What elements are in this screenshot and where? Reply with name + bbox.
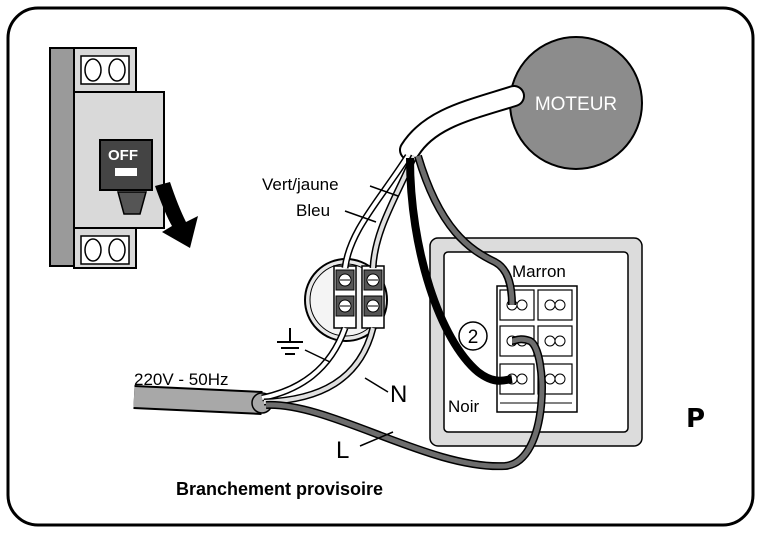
wire-connectors bbox=[333, 265, 385, 329]
leader-line bbox=[344, 210, 377, 223]
switch-off-arrow bbox=[155, 182, 198, 248]
breaker-switch-window bbox=[115, 168, 137, 176]
diagram-caption: Branchement provisoire bbox=[176, 479, 383, 499]
breaker-off-label: OFF bbox=[108, 147, 138, 164]
breaker-screw bbox=[84, 238, 102, 262]
circuit-breaker: OFF bbox=[49, 47, 165, 269]
terminal-number-circle bbox=[458, 321, 488, 351]
breaker-screw bbox=[84, 58, 102, 82]
leader-line bbox=[369, 185, 399, 197]
live-label: L bbox=[336, 437, 349, 464]
breaker-screw bbox=[108, 58, 126, 82]
motor-cable-sheath-fill bbox=[401, 87, 523, 159]
terminal-number: 2 bbox=[468, 327, 479, 348]
black-label: Noir bbox=[448, 397, 480, 416]
black-wire bbox=[406, 157, 513, 385]
motor-label: MOTEUR bbox=[535, 94, 617, 115]
brown-label: Marron bbox=[512, 262, 566, 281]
leader-line bbox=[359, 431, 394, 447]
breaker-screw bbox=[108, 238, 126, 262]
leader-line bbox=[364, 377, 389, 393]
breaker-switch-housing bbox=[99, 139, 153, 191]
green-yellow-label: Vert/jaune bbox=[262, 175, 339, 194]
breaker-back-strip bbox=[49, 47, 75, 267]
supply-label: 220V - 50Hz bbox=[134, 370, 229, 389]
leader-line bbox=[304, 349, 331, 363]
corner-letter: P bbox=[686, 404, 705, 434]
neutral-label: N bbox=[390, 381, 407, 408]
breaker-toggle-lever bbox=[117, 191, 147, 215]
earth-symbol-icon bbox=[277, 328, 303, 355]
blue-label: Bleu bbox=[296, 201, 330, 220]
